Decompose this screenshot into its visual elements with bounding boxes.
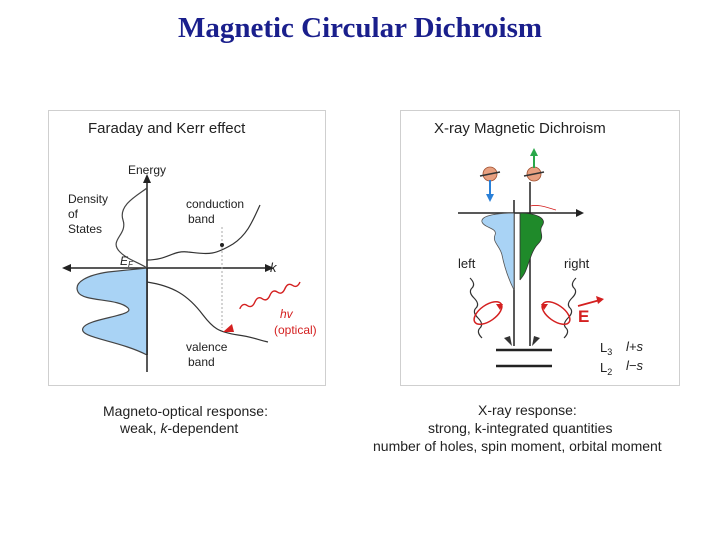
- conduction-band-curve: [146, 204, 261, 261]
- dos-label-3: States: [68, 222, 102, 236]
- slide-title: Magnetic Circular Dichroism: [177, 12, 543, 44]
- panel-frame: [400, 110, 680, 386]
- panel-heading: X-ray Magnetic Dichroism: [434, 120, 606, 137]
- conduction-label-1: conduction: [186, 197, 244, 211]
- right-polarization-ellipse: [541, 300, 571, 326]
- right-caption-line-3: number of holes, spin moment, orbital mo…: [373, 438, 662, 454]
- valence-label-2: band: [188, 355, 215, 369]
- spin-up-sphere: [523, 148, 545, 182]
- l-plus-s-label: l+s: [626, 339, 643, 354]
- energy-label: Energy: [128, 163, 166, 177]
- valence-label-1: valence: [186, 340, 228, 354]
- hv-label: hv: [280, 307, 294, 321]
- l-minus-s-label: l−s: [626, 358, 643, 373]
- dos-outline: [529, 205, 557, 211]
- panel-frame: [48, 110, 326, 386]
- optical-label: (optical): [274, 323, 317, 337]
- right-label: right: [564, 256, 590, 271]
- left-core-arrowhead: [504, 336, 512, 346]
- dos-label-1: Density: [68, 192, 108, 206]
- right-ellipse-arrowhead: [541, 304, 548, 310]
- left-polarization-ellipse: [473, 300, 503, 326]
- left-caption-part-k: k: [160, 420, 168, 436]
- dos-label-2: of: [68, 207, 79, 221]
- dos-curve-upper: [115, 187, 148, 269]
- e-vector-label: E: [578, 307, 589, 326]
- energy-axis-arrowhead: [143, 174, 151, 183]
- left-photon-wave: [469, 277, 483, 339]
- photon-wave: [239, 281, 301, 310]
- dos-filled-region: [76, 267, 148, 356]
- l2-label: L2: [600, 360, 612, 377]
- fermi-line-arrowhead: [576, 209, 584, 217]
- xmcd-panel: X-ray Magnetic Dichroism left right: [400, 110, 680, 386]
- right-core-arrowhead: [532, 336, 540, 346]
- faraday-kerr-diagram: Faraday and Kerr effect Energy k Density…: [48, 110, 326, 386]
- valence-band-curve: [146, 281, 269, 343]
- spin-down-sphere: [479, 166, 501, 202]
- left-caption-line-2: weak, k-dependent: [120, 420, 238, 436]
- panel-heading: Faraday and Kerr effect: [88, 120, 246, 137]
- k-axis-left-arrowhead: [62, 264, 71, 272]
- e-vector-arrow: [577, 299, 601, 307]
- right-caption-line-2: strong, k-integrated quantities: [428, 420, 613, 436]
- e-vector-arrowhead: [596, 296, 604, 304]
- k-label: k: [270, 260, 278, 275]
- left-label: left: [458, 256, 476, 271]
- fermi-energy-label: EF: [120, 254, 134, 269]
- left-caption-part-c: -dependent: [167, 420, 239, 436]
- photon-arrowhead: [223, 324, 234, 332]
- right-caption-line-1: X-ray response:: [478, 402, 577, 418]
- spin-down-dos: [481, 212, 515, 291]
- left-caption-line-1: Magneto-optical response:: [103, 403, 268, 419]
- spin-up-dos: [519, 212, 544, 281]
- faraday-kerr-panel: Faraday and Kerr effect Energy k Density…: [48, 110, 326, 386]
- conduction-point: [220, 243, 224, 247]
- left-caption-part-a: weak,: [120, 420, 161, 436]
- xmcd-diagram: X-ray Magnetic Dichroism left right: [400, 110, 680, 386]
- left-ellipse-arrowhead: [496, 304, 503, 310]
- conduction-label-2: band: [188, 212, 215, 226]
- l3-label: L3: [600, 340, 612, 357]
- right-photon-wave: [563, 277, 577, 339]
- k-axis-arrowhead: [265, 264, 274, 272]
